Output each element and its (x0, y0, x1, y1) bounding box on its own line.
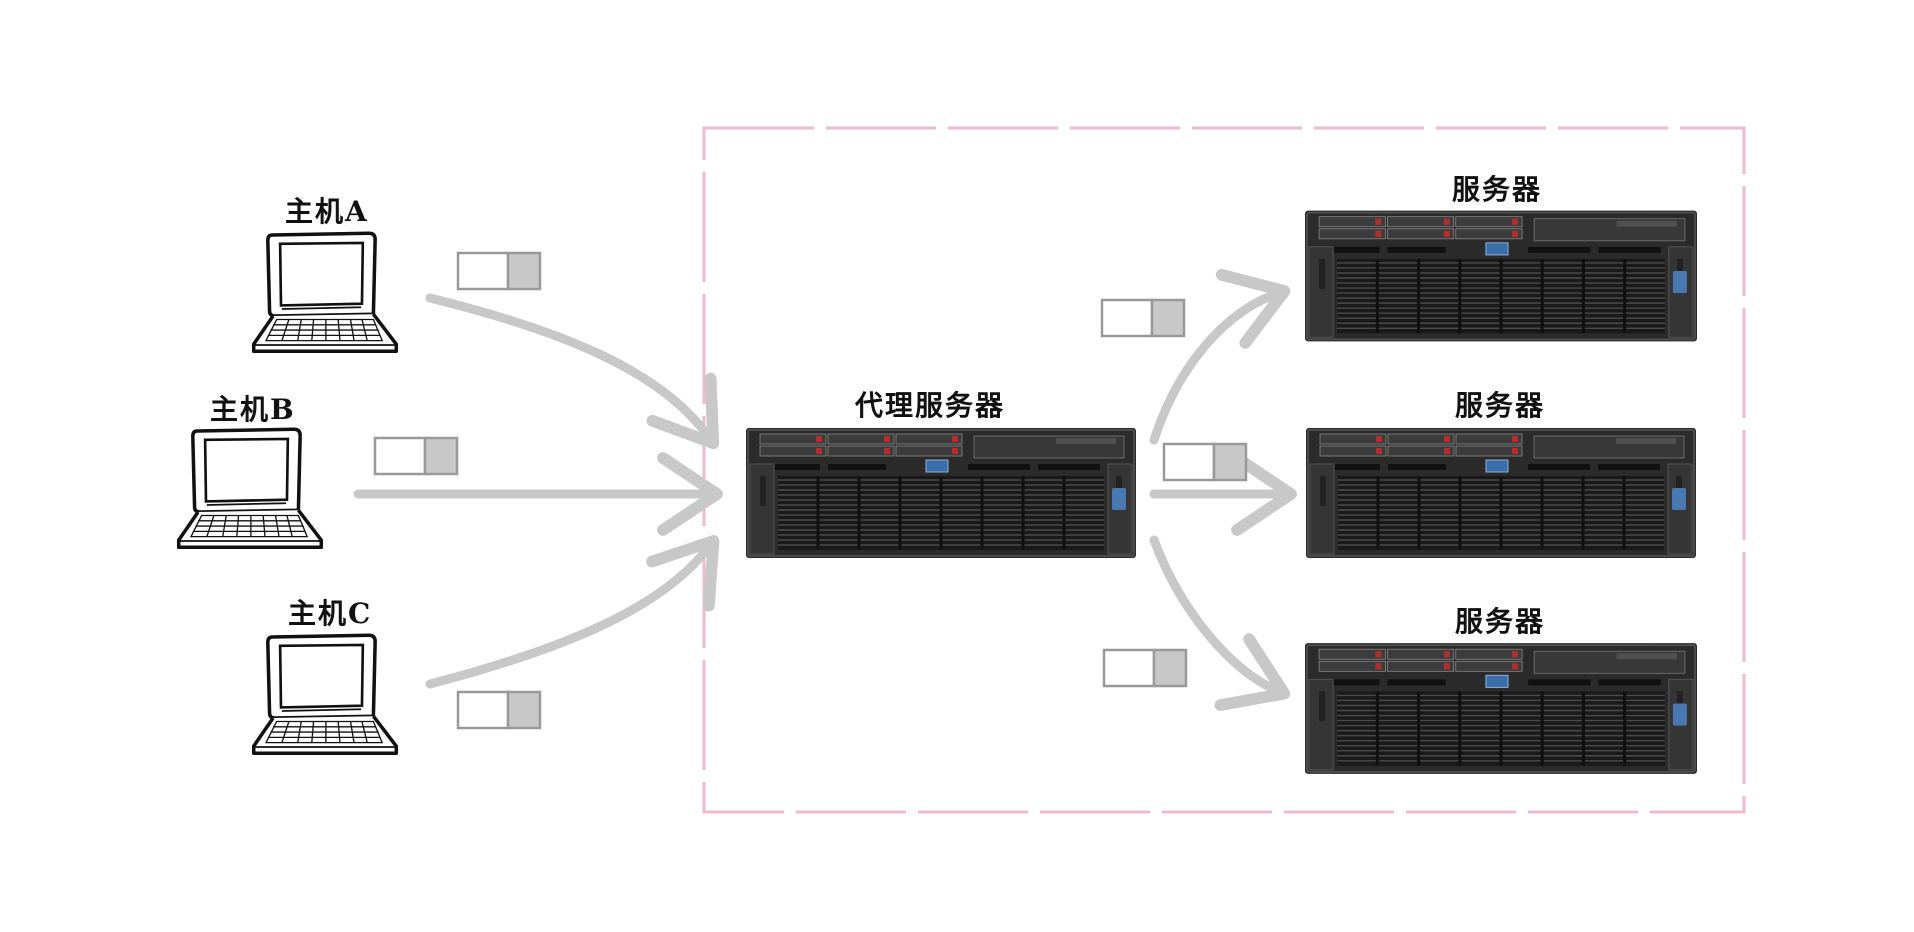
host-b-label: 主机B (210, 393, 296, 426)
proxy-server-label: 代理服务器 (855, 389, 1006, 422)
proxy-server-icon (745, 428, 1137, 558)
arrow-host-a-to-proxy (425, 293, 720, 450)
server-1-icon (1305, 210, 1697, 342)
server-2-label: 服务器 (1455, 389, 1546, 422)
arrow-host-c-to-proxy (425, 535, 720, 689)
host-c-laptop-icon (251, 633, 399, 756)
packet-host-b (373, 436, 459, 476)
server-2-icon (1305, 428, 1697, 558)
host-a-label: 主机A (285, 195, 369, 228)
packet-host-a (456, 251, 542, 291)
packet-host-c (456, 690, 542, 730)
server-3-icon (1305, 642, 1697, 775)
arrow-proxy-to-server-3 (1149, 535, 1291, 711)
server-3-label: 服务器 (1455, 605, 1546, 638)
server-1-label: 服务器 (1452, 173, 1543, 206)
packet-server-2 (1162, 442, 1248, 482)
host-a-laptop-icon (251, 231, 399, 354)
packet-server-1 (1100, 298, 1186, 338)
arrow-proxy-to-server-1 (1149, 268, 1291, 445)
host-b-laptop-icon (176, 427, 324, 550)
host-c-label: 主机C (288, 597, 373, 630)
packet-server-3 (1102, 648, 1188, 688)
